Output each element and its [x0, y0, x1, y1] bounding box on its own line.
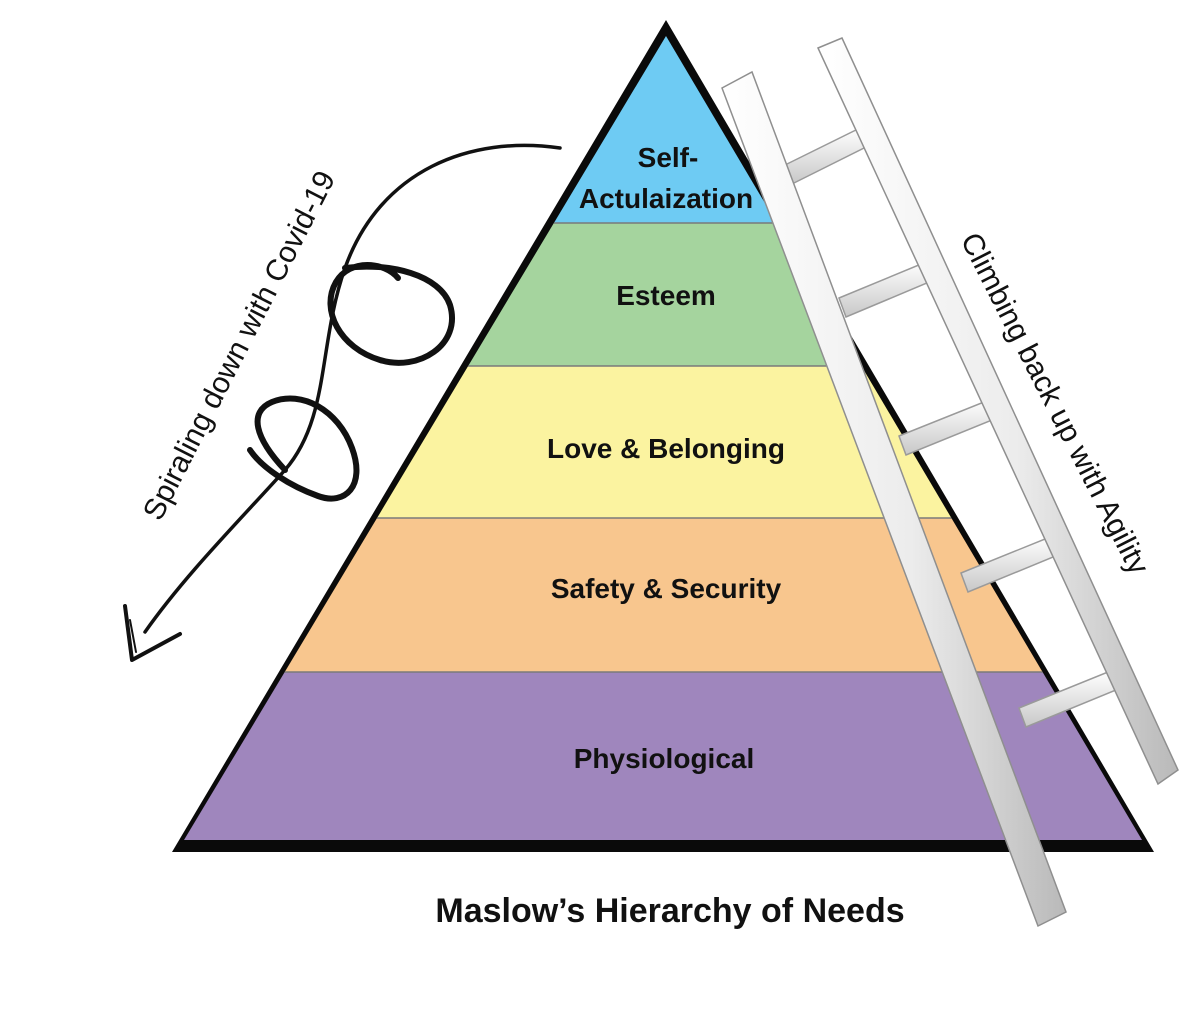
tier-label-esteem: Esteem — [616, 280, 716, 311]
tier-label-love-belonging: Love & Belonging — [547, 433, 785, 464]
tier-label-self-line1: Self- — [638, 142, 699, 173]
tier-label-self-line2: Actulaization — [579, 183, 753, 214]
ladder-rail-right — [816, 37, 1179, 786]
spiral-down-arrow — [123, 143, 562, 662]
tier-label-physiological: Physiological — [574, 743, 755, 774]
ladder-rail-left — [721, 70, 1067, 928]
left-caption: Spiraling down with Covid-19 — [137, 166, 342, 526]
diagram-title: Maslow’s Hierarchy of Needs — [435, 892, 904, 930]
ladder — [721, 37, 1179, 928]
tier-label-safety-security: Safety & Security — [551, 573, 782, 604]
